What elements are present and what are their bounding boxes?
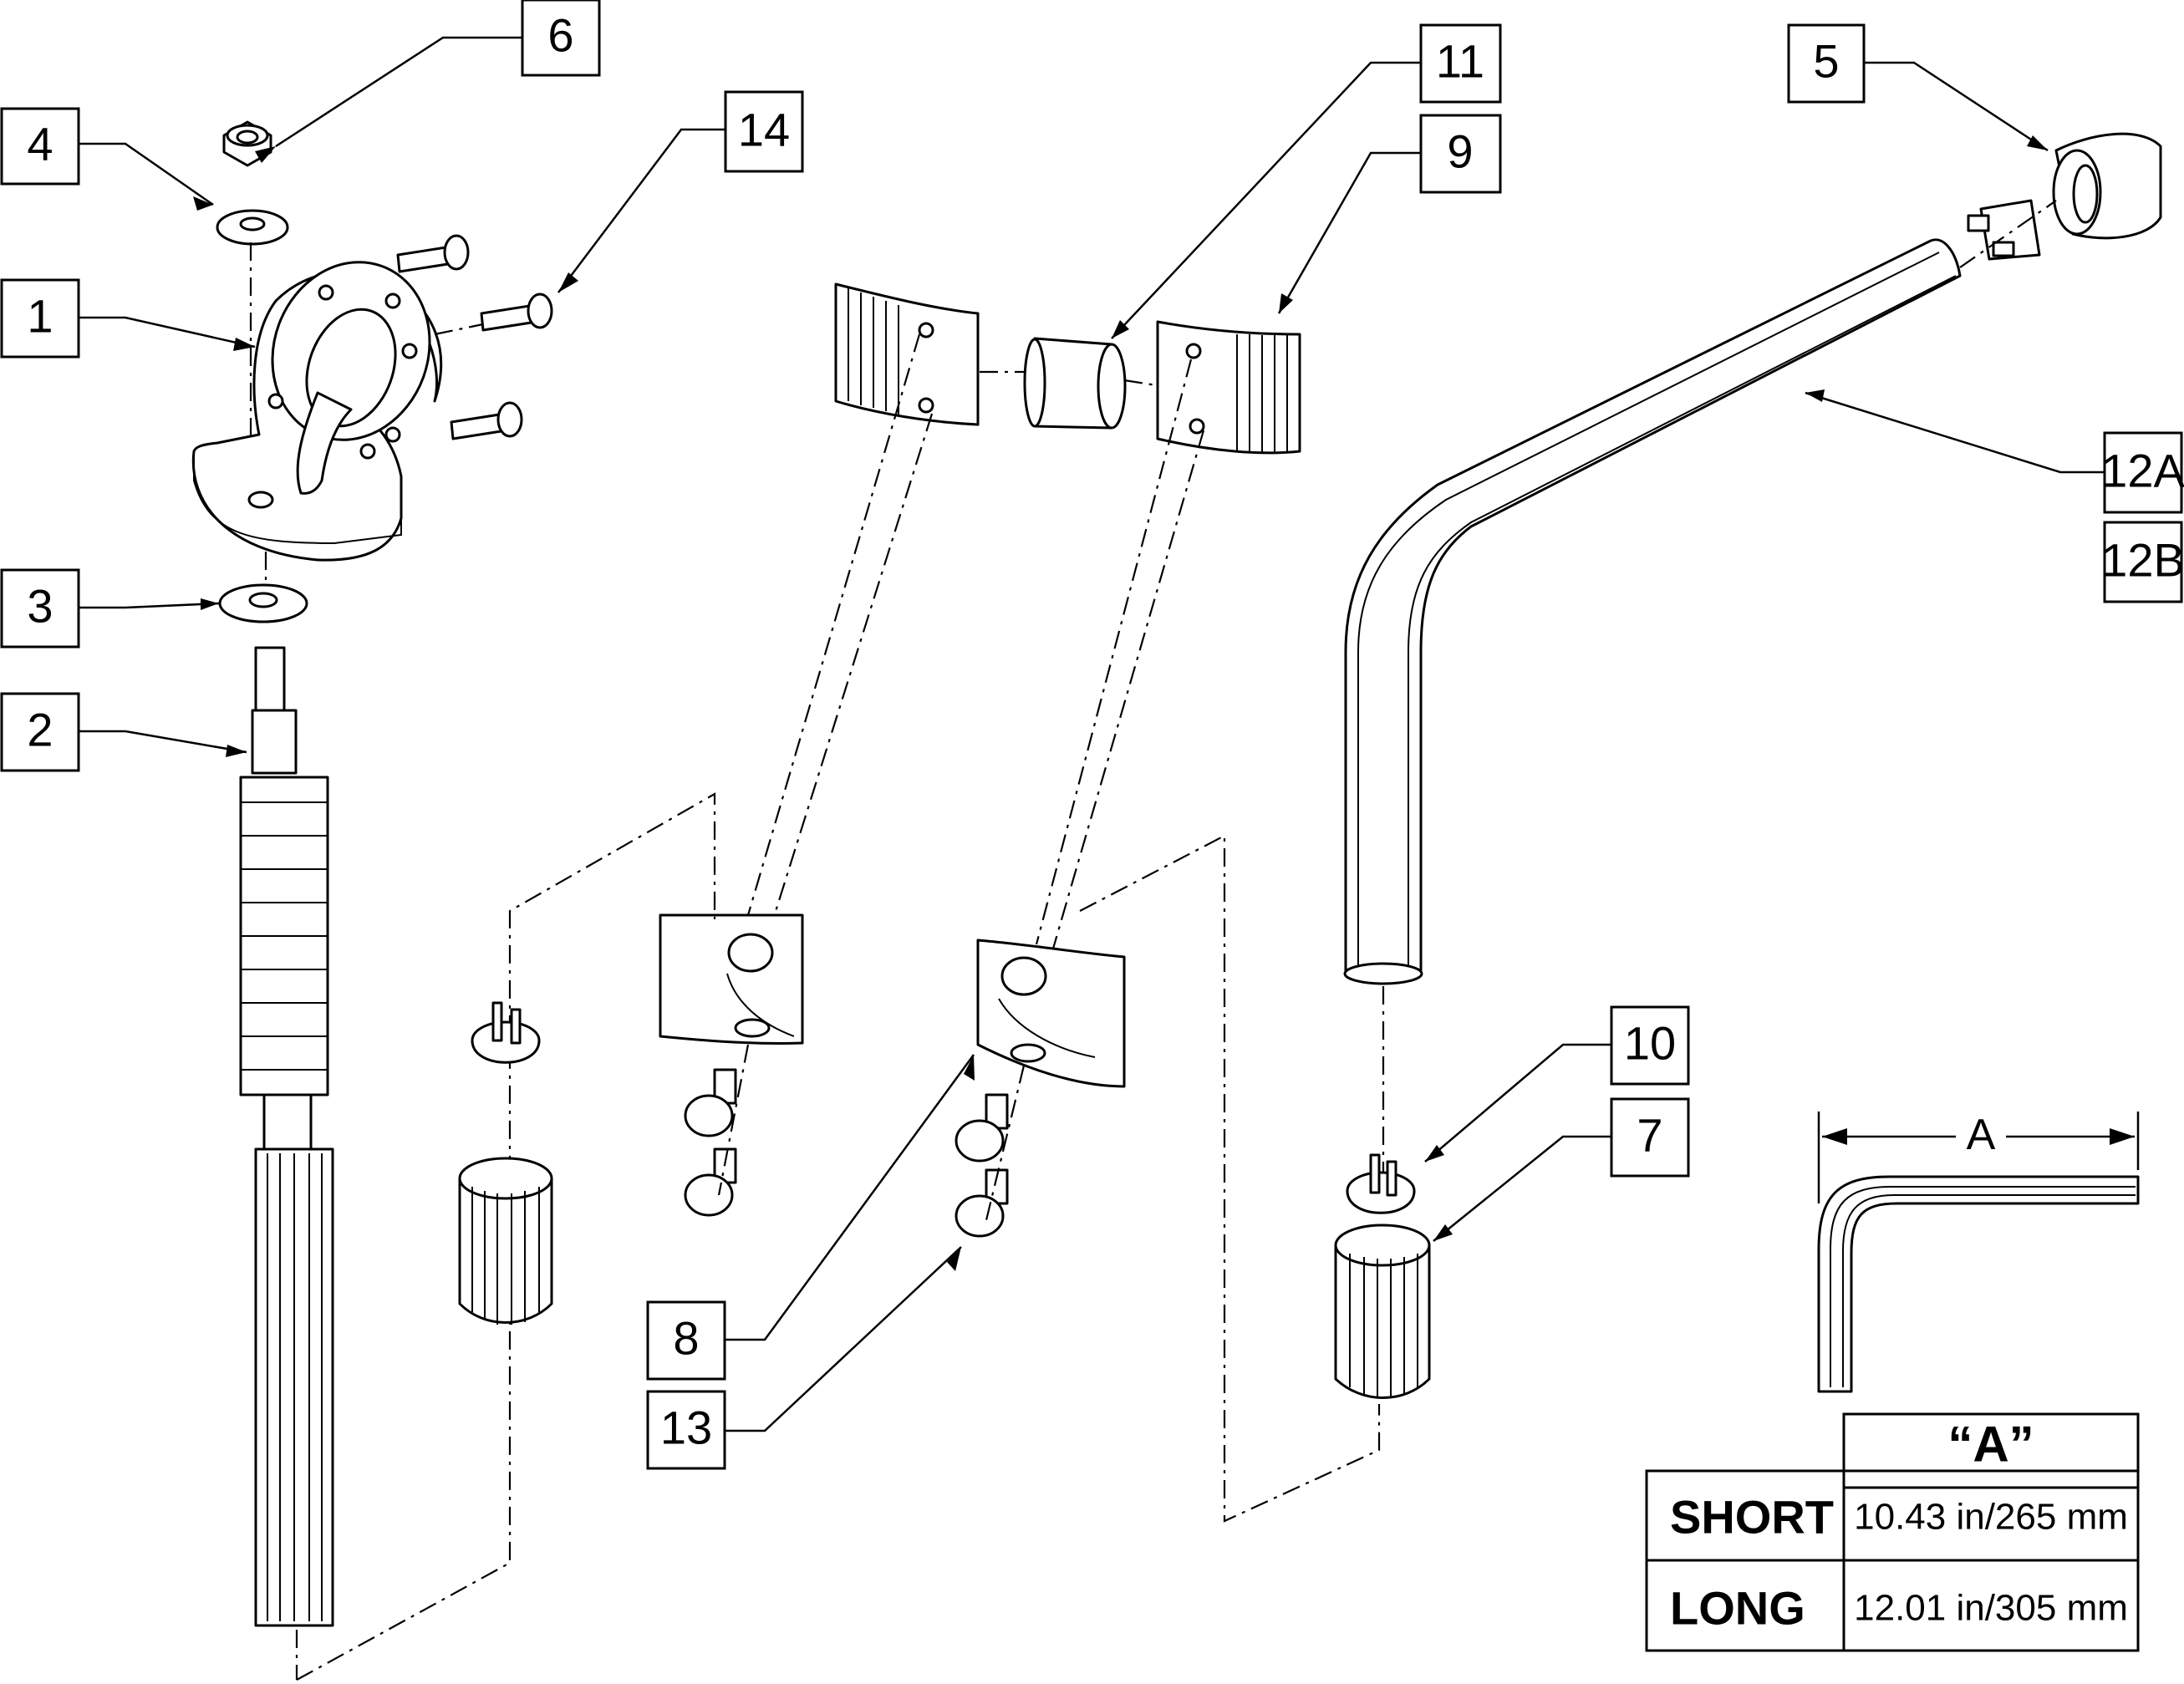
- callout-5: 5: [1787, 23, 1866, 104]
- callout-3: 3: [0, 568, 80, 649]
- callout-2: 2: [0, 692, 80, 772]
- callout-12a: 12A: [2101, 431, 2184, 514]
- callout-10: 10: [1610, 1005, 1690, 1086]
- part-8-right-lower-clamp: [976, 939, 1126, 1088]
- table-row-label: LONG: [1670, 1582, 1805, 1635]
- left-knurled-cap: [458, 1157, 553, 1325]
- leader-lines: [79, 36, 2105, 1432]
- part-2-post: [239, 646, 334, 1627]
- callout-6-label: 6: [547, 9, 573, 62]
- callout-13-label: 13: [660, 1402, 712, 1454]
- dimension-a-label: A: [1967, 1111, 1996, 1159]
- part-4-washer: [216, 209, 289, 246]
- callout-9: 9: [1419, 114, 1502, 194]
- callout-7: 7: [1610, 1097, 1690, 1178]
- callout-5-label: 5: [1813, 35, 1839, 88]
- part-11-collar: [1023, 337, 1127, 430]
- dimension-a: A: [1817, 1111, 2140, 1203]
- dimension-table: “A” SHORT 10.43 in/265 mm LONG 12.01 in/…: [1645, 1412, 2140, 1652]
- callout-12a-label: 12A: [2101, 445, 2184, 497]
- callout-8-label: 8: [673, 1312, 699, 1365]
- part-13-left-screws: [684, 1068, 737, 1217]
- callout-12b-label: 12B: [2101, 534, 2184, 587]
- left-small-plug: [471, 1001, 541, 1064]
- callout-3-label: 3: [27, 580, 53, 633]
- part-8-left-lower-clamp: [659, 913, 804, 1045]
- hex-key: [1817, 1175, 2140, 1393]
- callout-8: 8: [646, 1300, 726, 1381]
- callout-14-label: 14: [738, 104, 790, 156]
- part-9-right-clamp-half: [1156, 320, 1301, 455]
- part-3-washer: [218, 583, 308, 623]
- callout-4: 4: [0, 107, 80, 186]
- part-5-end-cap: [2052, 132, 2162, 240]
- table-row-label: SHORT: [1670, 1491, 1834, 1544]
- table-row-value: 10.43 in/265 mm: [1854, 1497, 2128, 1538]
- leader-arrowheads: [193, 135, 2048, 1271]
- callout-1: 1: [0, 278, 80, 359]
- part-10-plug: [1346, 1153, 1416, 1214]
- table-header: “A”: [1947, 1417, 2034, 1473]
- callout-1-label: 1: [27, 290, 53, 343]
- part-12a-bent-tube: [1343, 238, 1962, 985]
- callout-13: 13: [646, 1390, 726, 1470]
- callout-11-label: 11: [1436, 35, 1484, 88]
- part-1-mounting-bracket: [191, 261, 443, 562]
- callout-9-label: 9: [1447, 125, 1473, 178]
- callout-7-label: 7: [1637, 1109, 1662, 1162]
- part-13-right-screws: [955, 1093, 1009, 1238]
- callout-11: 11: [1419, 23, 1502, 104]
- callout-10-label: 10: [1624, 1017, 1676, 1070]
- part-7-knurled-cap: [1334, 1224, 1431, 1399]
- callout-12b: 12B: [2101, 521, 2184, 603]
- callout-6: 6: [521, 0, 601, 77]
- part-9-left-clamp-half: [834, 282, 980, 426]
- callout-2-label: 2: [27, 704, 53, 756]
- end-plug-top: [1967, 199, 2041, 261]
- part-14-screws: [396, 234, 553, 440]
- callout-14: 14: [724, 90, 804, 173]
- table-row-value: 12.01 in/305 mm: [1854, 1588, 2128, 1629]
- callout-4-label: 4: [27, 118, 53, 170]
